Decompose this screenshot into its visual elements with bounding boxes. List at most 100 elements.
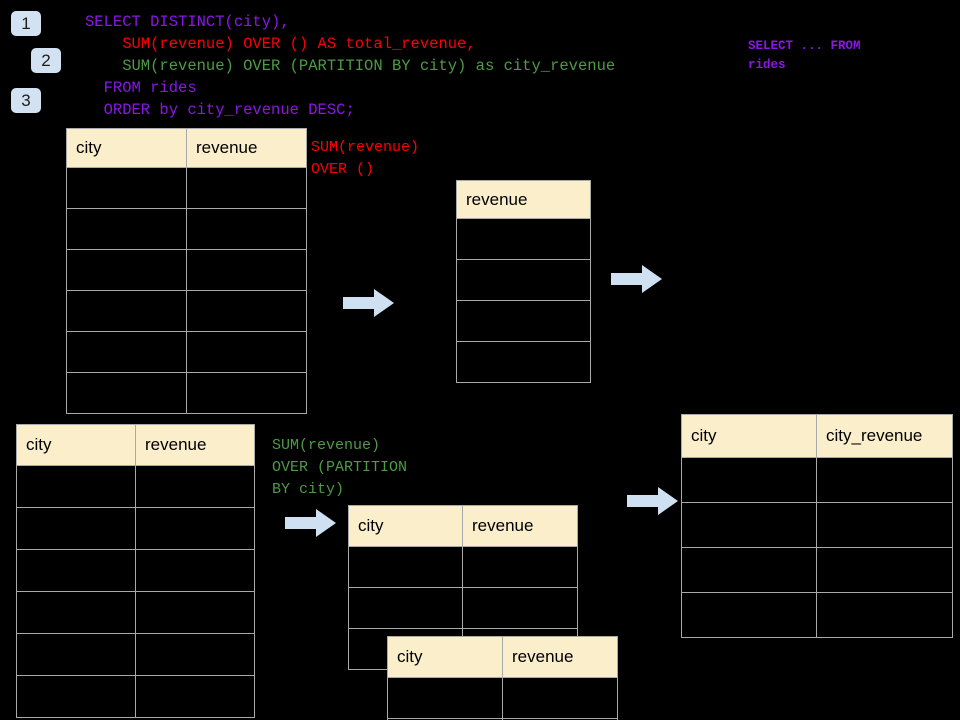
- cell-city: [681, 457, 817, 503]
- column-header-city: city: [16, 424, 136, 466]
- table-rides-source-bottom: city revenue: [16, 424, 255, 718]
- table-row: [348, 546, 578, 588]
- table-row: [681, 457, 953, 503]
- cell-revenue: [135, 633, 255, 676]
- annotation-partition-window: SUM(revenue) OVER (PARTITION BY city): [272, 437, 408, 498]
- sql-line-partition: SUM(revenue) OVER (PARTITION BY city) as…: [85, 57, 616, 75]
- table-row: [456, 259, 591, 301]
- cell-city: [16, 507, 136, 550]
- table-row: [348, 587, 578, 629]
- sql-line-total: SUM(revenue) OVER () AS total_revenue,: [85, 35, 476, 53]
- column-header-revenue: revenue: [456, 180, 591, 219]
- step-badge-1-label: 1: [21, 14, 31, 33]
- cell-revenue: [456, 259, 591, 301]
- cell-revenue: [462, 546, 578, 588]
- column-header-city: city: [387, 636, 503, 678]
- table-row: [456, 218, 591, 260]
- table-row: [66, 290, 307, 332]
- cell-revenue: [135, 591, 255, 634]
- cell-revenue: [502, 677, 618, 719]
- table-header-row: city revenue: [16, 424, 255, 466]
- table-row: [16, 465, 255, 508]
- table-body: [456, 218, 591, 383]
- cell-city: [681, 592, 817, 638]
- cell-revenue: [456, 341, 591, 383]
- table-header-row: city revenue: [387, 636, 618, 678]
- table-header-row: revenue: [456, 180, 591, 219]
- table-row: [16, 507, 255, 550]
- cell-city: [348, 546, 463, 588]
- table-header-row: city revenue: [66, 128, 307, 168]
- column-header-revenue: revenue: [186, 128, 307, 168]
- cell-city: [681, 502, 817, 548]
- column-header-revenue: revenue: [135, 424, 255, 466]
- cell-city: [66, 208, 187, 250]
- cell-city-revenue: [816, 592, 953, 638]
- cell-city: [16, 633, 136, 676]
- cell-revenue: [135, 549, 255, 592]
- table-row: [16, 549, 255, 592]
- cell-revenue: [186, 249, 307, 291]
- cell-city: [66, 167, 187, 209]
- cell-revenue: [186, 331, 307, 373]
- cell-city: [66, 290, 187, 332]
- table-row: [456, 300, 591, 342]
- step-badge-2: 2: [31, 48, 61, 73]
- sql-line-from: FROM rides: [85, 79, 197, 97]
- cell-revenue: [135, 675, 255, 718]
- annotation-total-window: SUM(revenue) OVER (): [311, 139, 420, 178]
- cell-city: [16, 591, 136, 634]
- cell-city: [387, 677, 503, 719]
- cell-revenue: [456, 218, 591, 260]
- table-row: [16, 633, 255, 676]
- cell-city: [681, 547, 817, 593]
- cell-city: [66, 372, 187, 414]
- table-header-row: city city_revenue: [681, 414, 953, 458]
- cell-city: [348, 587, 463, 629]
- cell-revenue: [462, 587, 578, 629]
- column-header-city: city: [681, 414, 817, 458]
- arrow-partition-to-final: [627, 487, 678, 515]
- step-badge-1: 1: [11, 11, 41, 36]
- cell-city-revenue: [816, 502, 953, 548]
- cell-city: [66, 249, 187, 291]
- cell-city: [66, 331, 187, 373]
- table-row: [681, 592, 953, 638]
- cell-city-revenue: [816, 457, 953, 503]
- cell-revenue: [502, 718, 618, 720]
- arrow-total-to-final: [611, 265, 662, 293]
- table-body: [387, 677, 618, 720]
- cell-city: [16, 549, 136, 592]
- table-rides-source-top: city revenue: [66, 128, 307, 414]
- table-city-revenue-result: city city_revenue: [681, 414, 953, 638]
- table-partition-group-back: city revenue: [387, 636, 618, 720]
- cell-revenue: [186, 208, 307, 250]
- table-total-revenue-result: revenue: [456, 180, 591, 383]
- table-row: [387, 677, 618, 719]
- step-badge-3: 3: [11, 88, 41, 113]
- table-body: [681, 457, 953, 638]
- table-row: [387, 718, 618, 720]
- table-row: [66, 331, 307, 373]
- column-header-revenue: revenue: [502, 636, 618, 678]
- table-body: [16, 465, 255, 718]
- side-note-select-from-rides: SELECT ... FROM rides: [748, 39, 861, 72]
- cell-city-revenue: [816, 547, 953, 593]
- table-row: [66, 249, 307, 291]
- cell-revenue: [135, 465, 255, 508]
- column-header-city: city: [348, 505, 463, 547]
- arrow-source-to-total: [343, 289, 394, 317]
- cell-revenue: [186, 167, 307, 209]
- table-row: [66, 372, 307, 414]
- step-badge-2-label: 2: [41, 51, 51, 70]
- table-row: [16, 675, 255, 718]
- column-header-city-revenue: city_revenue: [816, 414, 953, 458]
- table-row: [456, 341, 591, 383]
- cell-revenue: [135, 507, 255, 550]
- table-body: [66, 167, 307, 414]
- table-row: [66, 208, 307, 250]
- cell-city: [16, 675, 136, 718]
- cell-city: [16, 465, 136, 508]
- column-header-city: city: [66, 128, 187, 168]
